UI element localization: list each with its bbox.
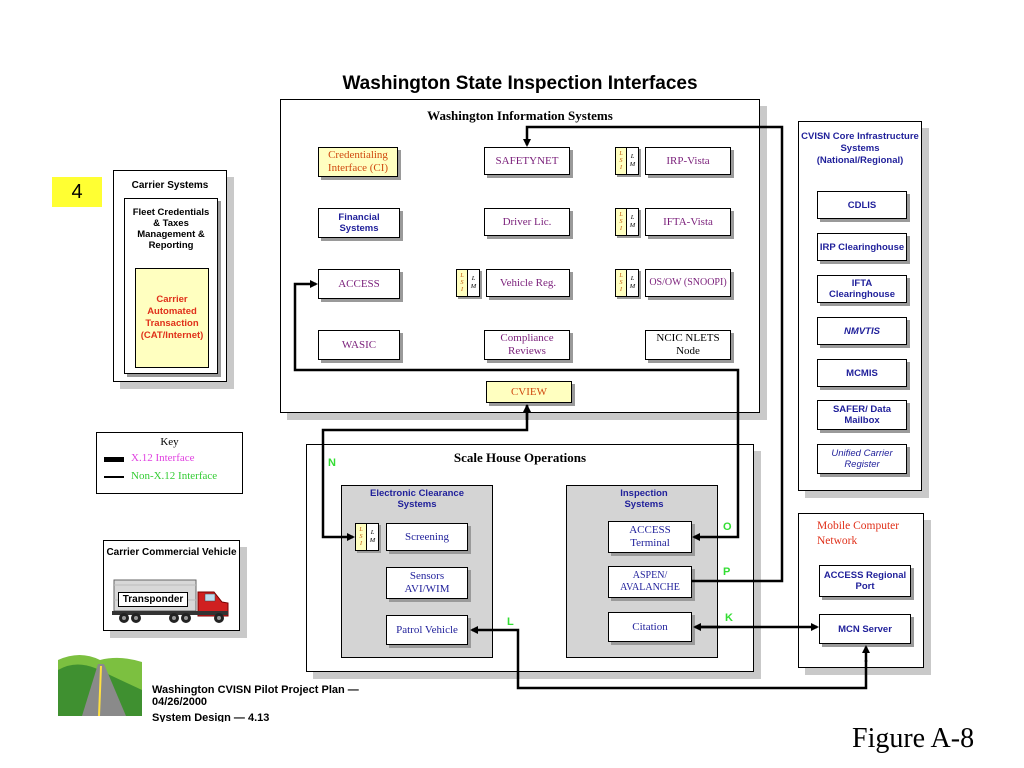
access-terminal: ACCESS Terminal (608, 521, 692, 553)
ifta-clearinghouse: IFTA Clearinghouse (817, 275, 907, 303)
transponder-label: Transponder (118, 592, 188, 607)
vehicle-registration: Vehicle Reg. (486, 269, 570, 297)
patrol-vehicle: Patrol Vehicle (386, 615, 468, 645)
cdlis: CDLIS (817, 191, 907, 219)
inspection-systems-title: Inspection Systems (620, 488, 668, 510)
cvisn-core-frame (798, 121, 922, 491)
non-x12-label: Non-X.12 Interface (131, 470, 218, 482)
cview: CVIEW (486, 381, 572, 403)
page-title: Washington State Inspection Interfaces (342, 73, 698, 94)
mcmis: MCMIS (817, 359, 907, 387)
nmvtis: NMVTIS (817, 317, 907, 345)
irp-clearinghouse: IRP Clearinghouse (817, 233, 907, 261)
driver-license: Driver Lic. (484, 208, 570, 236)
mcn-title: Mobile Computer Network (817, 520, 900, 547)
osow-snoopi: OS/OW (SNOOPI) (645, 269, 731, 297)
scale-house-title: Scale House Operations (453, 450, 587, 465)
compliance-reviews: Compliance Reviews (484, 330, 570, 360)
aspen-avalanche: ASPEN/ AVALANCHE (608, 566, 692, 598)
footer-line-1: Washington CVISN Pilot Project Plan — 04… (152, 684, 359, 708)
irp-vista: IRP-Vista (645, 147, 731, 175)
wasic: WASIC (318, 330, 400, 360)
access-system: ACCESS (318, 269, 400, 299)
credentialing-interface: Credentialing Interface (CI) (318, 147, 398, 177)
figure-label: Figure A-8 (852, 723, 975, 754)
safer-data-mailbox: SAFER/ Data Mailbox (817, 400, 907, 430)
ncic-nlets-node: NCIC NLETS Node (645, 330, 731, 360)
electronic-clearance-title: Electronic Clearance Systems (370, 488, 464, 510)
page-number-badge: 4 (52, 177, 102, 207)
interface-label-p: P (723, 566, 731, 578)
non-x12-line-swatch (104, 476, 124, 478)
mcn-server: MCN Server (819, 614, 911, 644)
key-legend (96, 432, 243, 494)
interface-label-n: N (328, 457, 336, 469)
financial-systems: Financial Systems (318, 208, 400, 238)
fleet-credentials: Fleet Credentials & Taxes Management & R… (132, 207, 210, 251)
interface-label-k: K (725, 612, 733, 624)
interface-label-l: L (507, 616, 514, 628)
unified-carrier-register: Unified Carrier Register (817, 444, 907, 474)
x12-label: X.12 Interface (131, 452, 195, 464)
carrier-automated-transaction: Carrier Automated Transaction (CAT/Inter… (135, 268, 209, 368)
x12-line-swatch (104, 457, 124, 462)
citation: Citation (608, 612, 692, 642)
wis-title: Washington Information Systems (427, 108, 613, 123)
carrier-vehicle-title: Carrier Commercial Vehicle (106, 547, 237, 558)
interface-label-o: O (723, 521, 732, 533)
safetynet: SAFETYNET (484, 147, 570, 175)
footer-line-2: System Design — 4.13 (152, 712, 270, 722)
carrier-systems-title: Carrier Systems (131, 180, 209, 191)
access-regional-port: ACCESS Regional Port (819, 565, 911, 597)
cvisn-core-title: CVISN Core Infrastructure Systems (Natio… (801, 131, 919, 166)
ifta-vista: IFTA-Vista (645, 208, 731, 236)
sensors-avi-wim: Sensors AVI/WIM (386, 567, 468, 599)
key-title: Key (160, 436, 179, 448)
screening: Screening (386, 523, 468, 551)
